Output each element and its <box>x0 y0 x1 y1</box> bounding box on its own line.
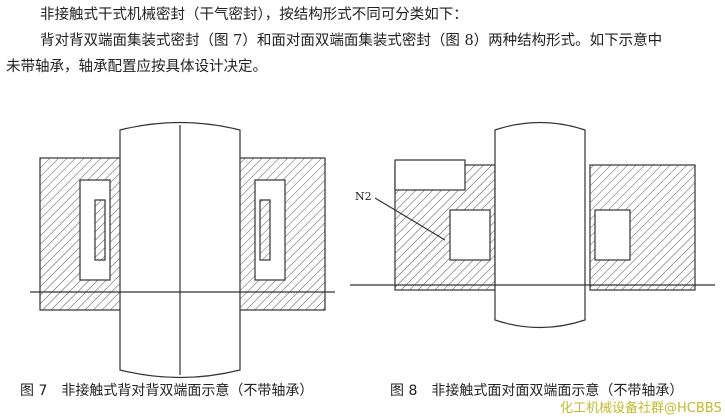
figure-7-caption: 图 7 非接触式背对背双端面示意（不带轴承） <box>20 383 314 399</box>
n2-label: N2 <box>355 190 372 203</box>
watermark: 化工机械设备社群@HCBBS <box>560 401 722 416</box>
paragraph-3: 未带轴承，轴承配置应按具体设计决定。 <box>6 59 267 75</box>
figure-8-drawing: N2 <box>350 121 715 329</box>
paragraph-1: 非接触式干式机械密封（干气密封），按结构形式不同可分类如下： <box>40 7 468 23</box>
figure-7-drawing <box>30 121 335 379</box>
figure-8-caption: 图 8 非接触式面对面双端面示意（不带轴承） <box>390 383 684 399</box>
paragraph-2: 背对背双端面集装式密封（图 7）和面对面双端面集装式密封（图 8）两种结构形式。… <box>40 33 663 49</box>
